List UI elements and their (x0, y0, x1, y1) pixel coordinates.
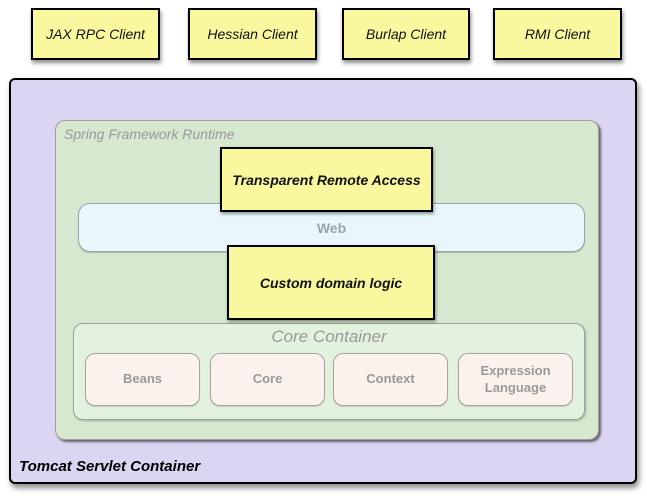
module-label: Expression Language (480, 363, 551, 395)
client-label: RMI Client (524, 26, 591, 42)
module-beans: Beans (85, 353, 200, 406)
module-context: Context (333, 353, 448, 406)
module-expression-language: Expression Language (458, 353, 573, 406)
client-label: JAX RPC Client (46, 26, 145, 42)
client-box-burlap: Burlap Client (342, 8, 470, 60)
core-container-label: Core Container (271, 327, 387, 346)
client-box-jax-rpc: JAX RPC Client (31, 8, 160, 60)
module-label: Beans (122, 371, 163, 387)
transparent-remote-access-box: Transparent Remote Access (220, 147, 433, 212)
client-label: Burlap Client (365, 26, 447, 42)
client-box-rmi: RMI Client (493, 8, 622, 60)
core-container: Core Container Beans Core Context Expres… (73, 323, 585, 420)
module-label: Core (252, 371, 283, 387)
spring-framework-runtime: Spring Framework Runtime Web Transparent… (55, 120, 599, 440)
transparent-remote-access-label: Transparent Remote Access (232, 171, 421, 188)
client-label: Hessian Client (207, 26, 298, 42)
module-core: Core (210, 353, 325, 406)
web-layer-label: Web (316, 219, 347, 236)
custom-domain-logic-label: Custom domain logic (259, 274, 403, 291)
client-box-hessian: Hessian Client (188, 8, 317, 60)
spring-framework-runtime-label: Spring Framework Runtime (64, 126, 235, 142)
tomcat-servlet-container: Spring Framework Runtime Web Transparent… (9, 78, 637, 484)
custom-domain-logic-box: Custom domain logic (227, 245, 435, 320)
module-label: Context (366, 371, 415, 387)
tomcat-servlet-container-label: Tomcat Servlet Container (19, 458, 201, 475)
